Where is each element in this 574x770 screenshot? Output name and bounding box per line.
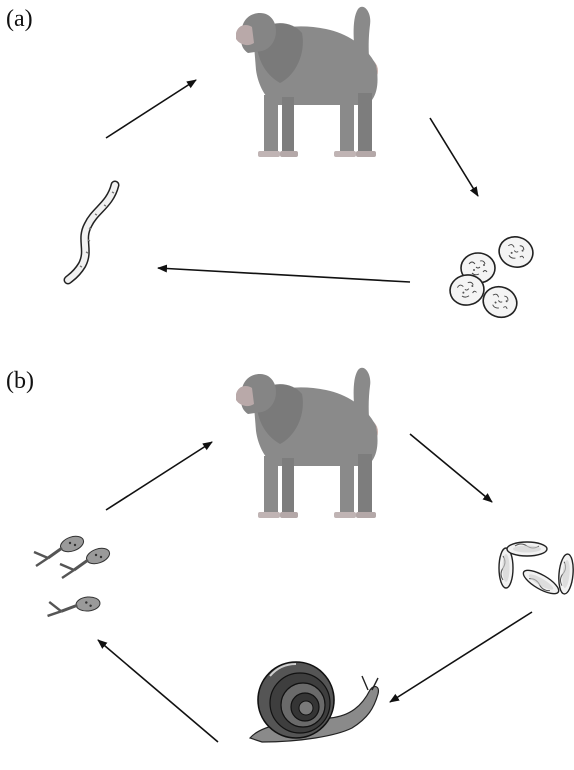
larva-icon bbox=[68, 185, 115, 280]
snail-icon bbox=[250, 662, 378, 742]
egg-icon bbox=[448, 233, 537, 322]
baboon-icon-b bbox=[236, 368, 378, 518]
cercaria-icon bbox=[34, 533, 112, 628]
spined-egg-icon bbox=[499, 542, 574, 598]
baboon-icon bbox=[236, 7, 378, 157]
